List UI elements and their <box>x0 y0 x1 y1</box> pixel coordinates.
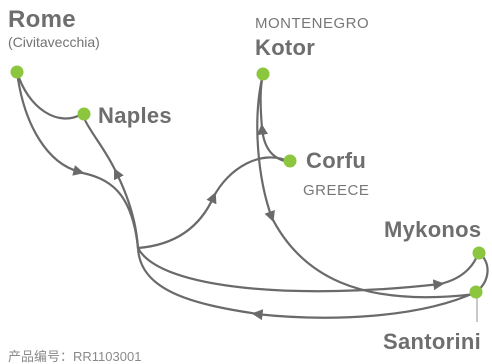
port-dot-corfu[interactable] <box>283 154 297 168</box>
route-santorini-west <box>251 290 478 321</box>
route-kotor-santorini <box>268 212 478 299</box>
country-label-greece: GREECE <box>303 182 370 199</box>
route-to-mykonos <box>438 250 480 286</box>
route-messina-naples <box>82 116 118 174</box>
route-kotor-south <box>256 72 275 223</box>
port-subtitle-rome: (Civitavecchia) <box>8 34 100 50</box>
route-naples-messina <box>114 168 140 250</box>
port-label-naples: Naples <box>98 103 172 128</box>
port-label-kotor: Kotor <box>255 35 316 60</box>
route-junction-mykonos <box>136 246 445 293</box>
port-dot-naples[interactable] <box>77 107 91 121</box>
port-label-rome: Rome <box>8 6 76 33</box>
route-west-junction <box>136 246 260 316</box>
port-label-santorini: Santorini <box>383 329 482 354</box>
product-code: 产品编号：RR1103001 <box>8 349 142 364</box>
route-junction-corfu <box>136 191 217 250</box>
port-label-corfu: Corfu <box>306 148 367 173</box>
route-rome-south <box>15 70 85 176</box>
port-dot-kotor[interactable] <box>256 67 270 81</box>
port-label-mykonos: Mykonos <box>384 217 482 242</box>
port-dot-santorini[interactable] <box>469 285 483 299</box>
country-label-montenegro: MONTENEGRO <box>255 15 370 32</box>
route-rome-naples <box>15 70 84 120</box>
route-to-corfu <box>211 156 292 200</box>
route-south-junction <box>76 170 140 250</box>
port-dot-mykonos[interactable] <box>472 246 486 260</box>
port-dot-rome[interactable] <box>10 65 24 79</box>
